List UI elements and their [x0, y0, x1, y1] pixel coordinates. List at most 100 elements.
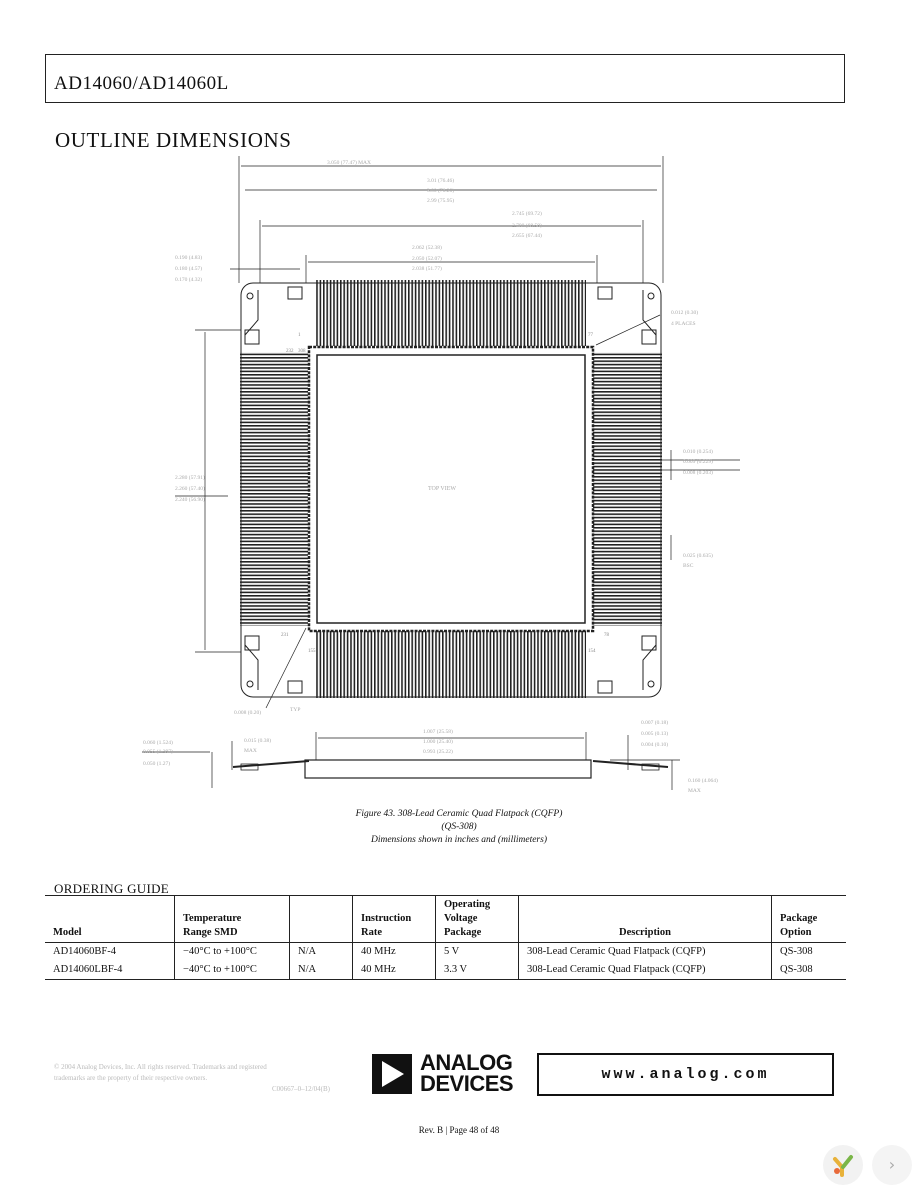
svg-text:4 PLACES: 4 PLACES — [671, 321, 696, 327]
svg-text:2.655 (67.44): 2.655 (67.44) — [512, 232, 542, 239]
dimension-lines — [142, 156, 740, 790]
svg-text:2.700 (68.58): 2.700 (68.58) — [512, 222, 542, 229]
svg-text:155: 155 — [308, 649, 316, 654]
svg-text:1.000 (25.40): 1.000 (25.40) — [423, 738, 453, 745]
svg-text:0.009 (0.229): 0.009 (0.229) — [683, 458, 713, 465]
svg-text:MAX: MAX — [244, 748, 257, 754]
svg-text:2.038 (51.77): 2.038 (51.77) — [412, 265, 442, 272]
header-box: AD14060/AD14060L — [45, 54, 845, 103]
svg-text:MAX: MAX — [688, 788, 701, 794]
svg-text:3.050 (77.47) MAX: 3.050 (77.47) MAX — [327, 159, 371, 166]
top-view-label: TOP VIEW — [428, 486, 456, 492]
document-title: AD14060/AD14060L — [54, 73, 229, 94]
svg-text:2.062 (52.38): 2.062 (52.38) — [412, 244, 442, 251]
svg-text:0.015 (0.38): 0.015 (0.38) — [244, 737, 271, 744]
cell-rate: 40 MHz — [352, 942, 436, 961]
svg-text:1.007 (25.58): 1.007 (25.58) — [423, 728, 453, 735]
svg-text:308: 308 — [298, 349, 306, 354]
document-number: C00667–0–12/04(B) — [272, 1085, 330, 1093]
svg-text:0.050 (1.27): 0.050 (1.27) — [143, 760, 170, 767]
svg-text:0.025 (0.635): 0.025 (0.635) — [683, 552, 713, 559]
cell-description: 308-Lead Ceramic Quad Flatpack (CQFP) — [518, 961, 772, 980]
svg-text:1: 1 — [298, 333, 301, 338]
chevron-right-icon: › — [888, 1155, 896, 1174]
svg-text:0.190 (4.83): 0.190 (4.83) — [175, 254, 202, 261]
svg-text:0.005 (0.13): 0.005 (0.13) — [641, 730, 668, 737]
cell-smd: N/A — [289, 942, 353, 961]
pin-numbers: 1 77 78 154 155 231 232 308 — [281, 333, 610, 654]
cell-temperature: −40°C to +100°C — [174, 942, 290, 961]
svg-text:2.050 (52.07): 2.050 (52.07) — [412, 255, 442, 262]
svg-text:0.060 (1.524): 0.060 (1.524) — [143, 739, 173, 746]
section-title: OUTLINE DIMENSIONS — [55, 128, 292, 152]
leads-left — [240, 352, 308, 626]
dimension-text: 3.050 (77.47) MAX 3.01 (76.46) 3.00 (76.… — [143, 159, 718, 794]
svg-text:0.170 (4.32): 0.170 (4.32) — [175, 276, 202, 283]
cell-model: AD14060LBF-4 — [45, 961, 175, 980]
svg-text:2.99 (75.95): 2.99 (75.95) — [427, 197, 454, 204]
svg-text:231: 231 — [281, 633, 289, 638]
svg-text:78: 78 — [604, 633, 610, 638]
svg-text:232: 232 — [286, 349, 294, 354]
col-description: Description — [518, 895, 772, 943]
svg-text:154: 154 — [588, 649, 596, 654]
figure-package-code: (QS-308) — [441, 822, 477, 832]
col-model: Model — [45, 895, 175, 943]
svg-text:BSC: BSC — [683, 563, 694, 569]
svg-text:3.01 (76.46): 3.01 (76.46) — [427, 177, 454, 184]
leads-right — [592, 352, 662, 626]
page-number: Rev. B | Page 48 of 48 — [418, 1125, 500, 1135]
cell-description: 308-Lead Ceramic Quad Flatpack (CQFP) — [518, 942, 772, 961]
ordering-guide-title: ORDERING GUIDE — [54, 881, 170, 896]
svg-text:0.993 (25.22): 0.993 (25.22) — [423, 748, 453, 755]
outline-drawing: TOP VIEW 1 77 78 154 155 231 232 308 — [142, 156, 740, 794]
svg-text:0.012 (0.30): 0.012 (0.30) — [671, 309, 698, 316]
website-link[interactable]: www.analog.com — [601, 1066, 770, 1083]
svg-text:0.008 (0.20): 0.008 (0.20) — [234, 709, 261, 716]
svg-text:0.008 (0.203): 0.008 (0.203) — [683, 469, 713, 476]
svg-text:3.00 (76.20): 3.00 (76.20) — [427, 187, 454, 194]
leads-top — [316, 280, 586, 346]
svg-text:0.055 (1.397): 0.055 (1.397) — [143, 748, 173, 755]
cell-option: QS-308 — [771, 961, 846, 980]
leads-bottom — [316, 630, 586, 698]
assistant-icon — [833, 1155, 853, 1177]
cell-rate: 40 MHz — [352, 961, 436, 980]
svg-text:77: 77 — [588, 333, 594, 338]
cell-smd: N/A — [289, 961, 353, 980]
cell-option: QS-308 — [771, 942, 846, 961]
table-row: AD14060LBF-4 −40°C to +100°C N/A 40 MHz … — [45, 961, 846, 980]
next-page-button[interactable]: › — [872, 1145, 912, 1185]
svg-text:2.280 (57.91): 2.280 (57.91) — [175, 474, 205, 481]
svg-text:2.240 (56.90): 2.240 (56.90) — [175, 496, 205, 503]
svg-text:2.745 (69.72): 2.745 (69.72) — [512, 210, 542, 217]
svg-text:0.160 (4.064): 0.160 (4.064) — [688, 777, 718, 784]
die-cavity — [316, 354, 586, 624]
assistant-button[interactable] — [823, 1145, 863, 1185]
cell-temperature: −40°C to +100°C — [174, 961, 290, 980]
svg-text:0.010 (0.254): 0.010 (0.254) — [683, 448, 713, 455]
svg-text:0.004 (0.10): 0.004 (0.10) — [641, 741, 668, 748]
svg-text:2.260 (57.40): 2.260 (57.40) — [175, 485, 205, 492]
logo-wordmark: ANALOG DEVICES — [420, 1050, 514, 1096]
cell-voltage: 5 V — [435, 942, 519, 961]
svg-text:0.007 (0.18): 0.007 (0.18) — [641, 719, 668, 726]
analog-devices-logo: ANALOG DEVICES — [372, 1052, 522, 1098]
copyright-notice: © 2004 Analog Devices, Inc. All rights r… — [54, 1063, 267, 1082]
cell-voltage: 3.3 V — [435, 961, 519, 980]
side-profile — [232, 759, 669, 779]
svg-text:TYP: TYP — [290, 707, 300, 713]
table-row: AD14060BF-4 −40°C to +100°C N/A 40 MHz 5… — [45, 942, 846, 961]
logo-triangle-icon — [372, 1054, 412, 1094]
svg-text:TOP VIEW: TOP VIEW — [428, 486, 456, 492]
col-smd — [289, 895, 353, 943]
website-box[interactable]: www.analog.com — [537, 1053, 834, 1096]
figure-units-note: Dimensions shown in inches and (millimet… — [370, 835, 547, 845]
svg-text:0.180 (4.57): 0.180 (4.57) — [175, 265, 202, 272]
